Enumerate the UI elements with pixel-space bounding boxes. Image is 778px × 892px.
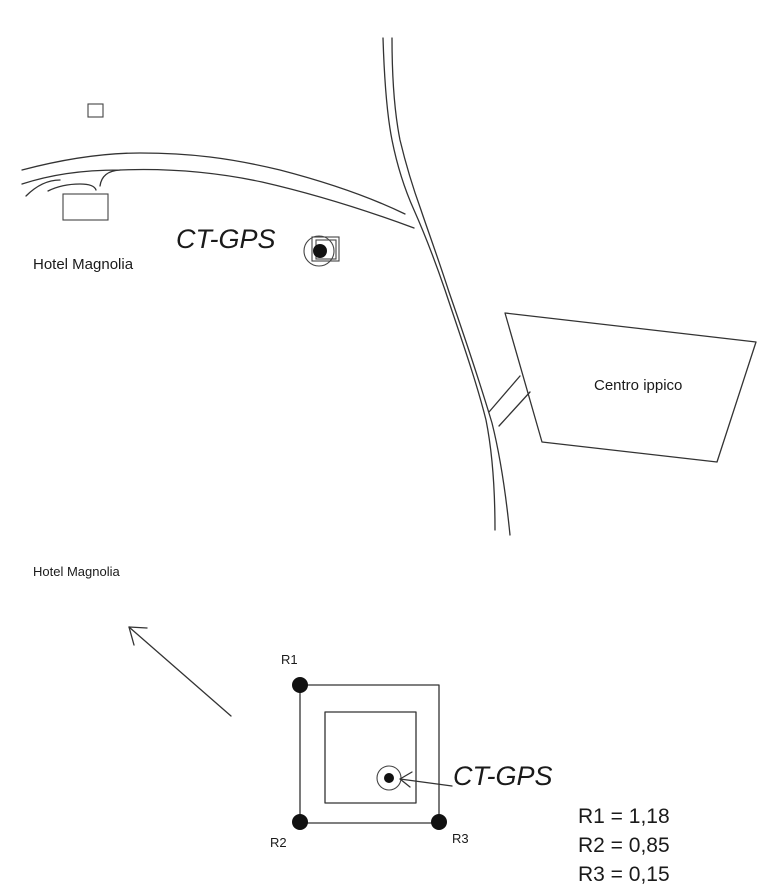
gps-marker-dot bbox=[384, 773, 394, 783]
equestrian-label: Centro ippico bbox=[594, 377, 682, 394]
small-building bbox=[87, 103, 104, 118]
station-marker-ring bbox=[303, 235, 335, 267]
direction-arrow-icon bbox=[128, 626, 232, 717]
station-label: CT-GPS bbox=[176, 224, 276, 254]
detail-view: Hotel Magnolia R1 R2 R3 CT-GPS R1 = 1,18… bbox=[33, 564, 670, 886]
detail-hotel-label: Hotel Magnolia bbox=[33, 564, 120, 579]
value-r1: R1 = 1,18 bbox=[578, 805, 670, 828]
road-edge bbox=[391, 37, 511, 536]
corner-label-r1: R1 bbox=[281, 652, 298, 667]
equestrian-area bbox=[504, 312, 757, 463]
detail-station-label: CT-GPS bbox=[453, 761, 553, 791]
driveway-arc bbox=[47, 183, 97, 192]
road-edge bbox=[21, 152, 406, 215]
value-r2: R2 = 0,85 bbox=[578, 834, 670, 857]
road-edge bbox=[21, 168, 415, 229]
hotel-building bbox=[62, 193, 109, 221]
hotel-label: Hotel Magnolia bbox=[33, 256, 134, 273]
driveway-arc bbox=[99, 169, 121, 187]
corner-label-r3: R3 bbox=[452, 831, 469, 846]
driveway-arc bbox=[25, 179, 61, 197]
value-r3: R3 = 0,15 bbox=[578, 863, 670, 886]
corner-label-r2: R2 bbox=[270, 835, 287, 850]
inner-square bbox=[324, 711, 417, 804]
station-marker-dot bbox=[313, 244, 327, 258]
corner-point-r2 bbox=[292, 814, 308, 830]
branch-road bbox=[488, 375, 521, 413]
pointer-arrow-icon bbox=[399, 771, 453, 788]
corner-point-r1 bbox=[292, 677, 308, 693]
top-map: Hotel Magnolia CT-GPS Centro ippico bbox=[21, 37, 757, 536]
road-edge bbox=[382, 37, 496, 531]
outer-square bbox=[299, 684, 440, 824]
branch-road bbox=[498, 391, 531, 427]
corner-point-r3 bbox=[431, 814, 447, 830]
